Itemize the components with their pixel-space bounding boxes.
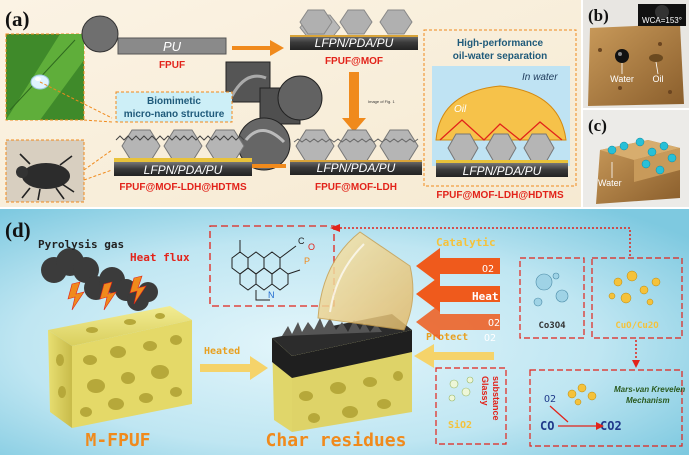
oilwater-line1: High-performance [457,38,544,49]
heat-flux-text: Heat flux [130,251,190,264]
fpuf-hdtms-label: FPUF@MOF-LDH@HDTMS [119,182,247,193]
panel-a: (a) PU FPUF [0,0,581,207]
o2-text-1: O2 [482,264,494,275]
co3o4-label: Co3O4 [538,321,566,331]
mol-o: O [308,242,315,252]
glassy-line1: Glassy [480,376,490,406]
oilwater-hdtms-label: FPUF@MOF-LDH@HDTMS [436,190,564,201]
in-water-label: In water [522,72,558,83]
panel-d: (d) Pyrolysis gas Heat flux [0,209,689,455]
fpuf-mof-label: FPUF@MOF [325,56,383,67]
oil-label: Oil [454,104,467,115]
panel-c-label: (c) [588,116,607,135]
sem-circle-2 [278,76,322,120]
o2-text-2: O2 [488,318,500,329]
panel-b-label: (b) [588,6,609,25]
water-label-c: Water [598,178,622,188]
stack-mof-text: LFPN/PDA/PU [315,36,394,50]
mol-c: C [298,236,305,246]
stack-hdtms-text: LFPN/PDA/PU [144,163,223,177]
cuo-label: CuO/Cu2O [615,321,659,331]
pyrolysis-text: Pyrolysis gas [38,238,124,251]
fpuf-label: FPUF [159,60,185,71]
oil-stain-b [649,54,663,62]
pu-text: PU [163,39,182,54]
glassy-line2: substance [491,376,501,421]
fpuf-mof-ldh-label: FPUF@MOF-LDH [315,182,397,193]
leaf-photo [6,34,84,120]
image-caption: Image of Fig. 1 [368,99,395,104]
sio2-label: SiO2 [448,419,472,431]
o2-text-3: O2 [484,333,496,344]
panel-b: WCA=153° (b) Water Oil [583,0,689,108]
oil-label-b: Oil [653,74,664,84]
mvk-line2: Mechanism [626,396,670,405]
beetle-photo [6,140,84,202]
sem-circle-1 [82,16,118,52]
stack-ldh-text: LFPN/PDA/PU [317,161,396,175]
mvk-co: CO [540,419,554,433]
mol-n: N [268,290,275,300]
catalytic-text: Catalytic [436,236,496,249]
char-label: Char residues [266,430,407,451]
heated-text: Heated [204,346,240,357]
mol-p: P [304,256,310,266]
panel-c: (c) Water [583,110,689,207]
biomimetic-line2: micro-nano structure [124,109,225,120]
oilwater-line2: oil-water separation [453,51,547,62]
biomimetic-line1: Biomimetic [147,96,201,107]
oilwater-stack-text: LFPN/PDA/PU [463,164,542,178]
heat-text: Heat [472,290,499,303]
mvk-o2: O2 [544,394,556,405]
panel-a-label: (a) [5,7,30,31]
panel-d-label: (d) [5,218,31,242]
wca-text: WCA=153° [642,16,682,25]
water-label-b: Water [610,74,634,84]
mfpuf-label: M-FPUF [85,430,150,451]
mvk-line1: Mars-van Krevelen [614,385,685,394]
water-droplet-b [615,49,629,63]
